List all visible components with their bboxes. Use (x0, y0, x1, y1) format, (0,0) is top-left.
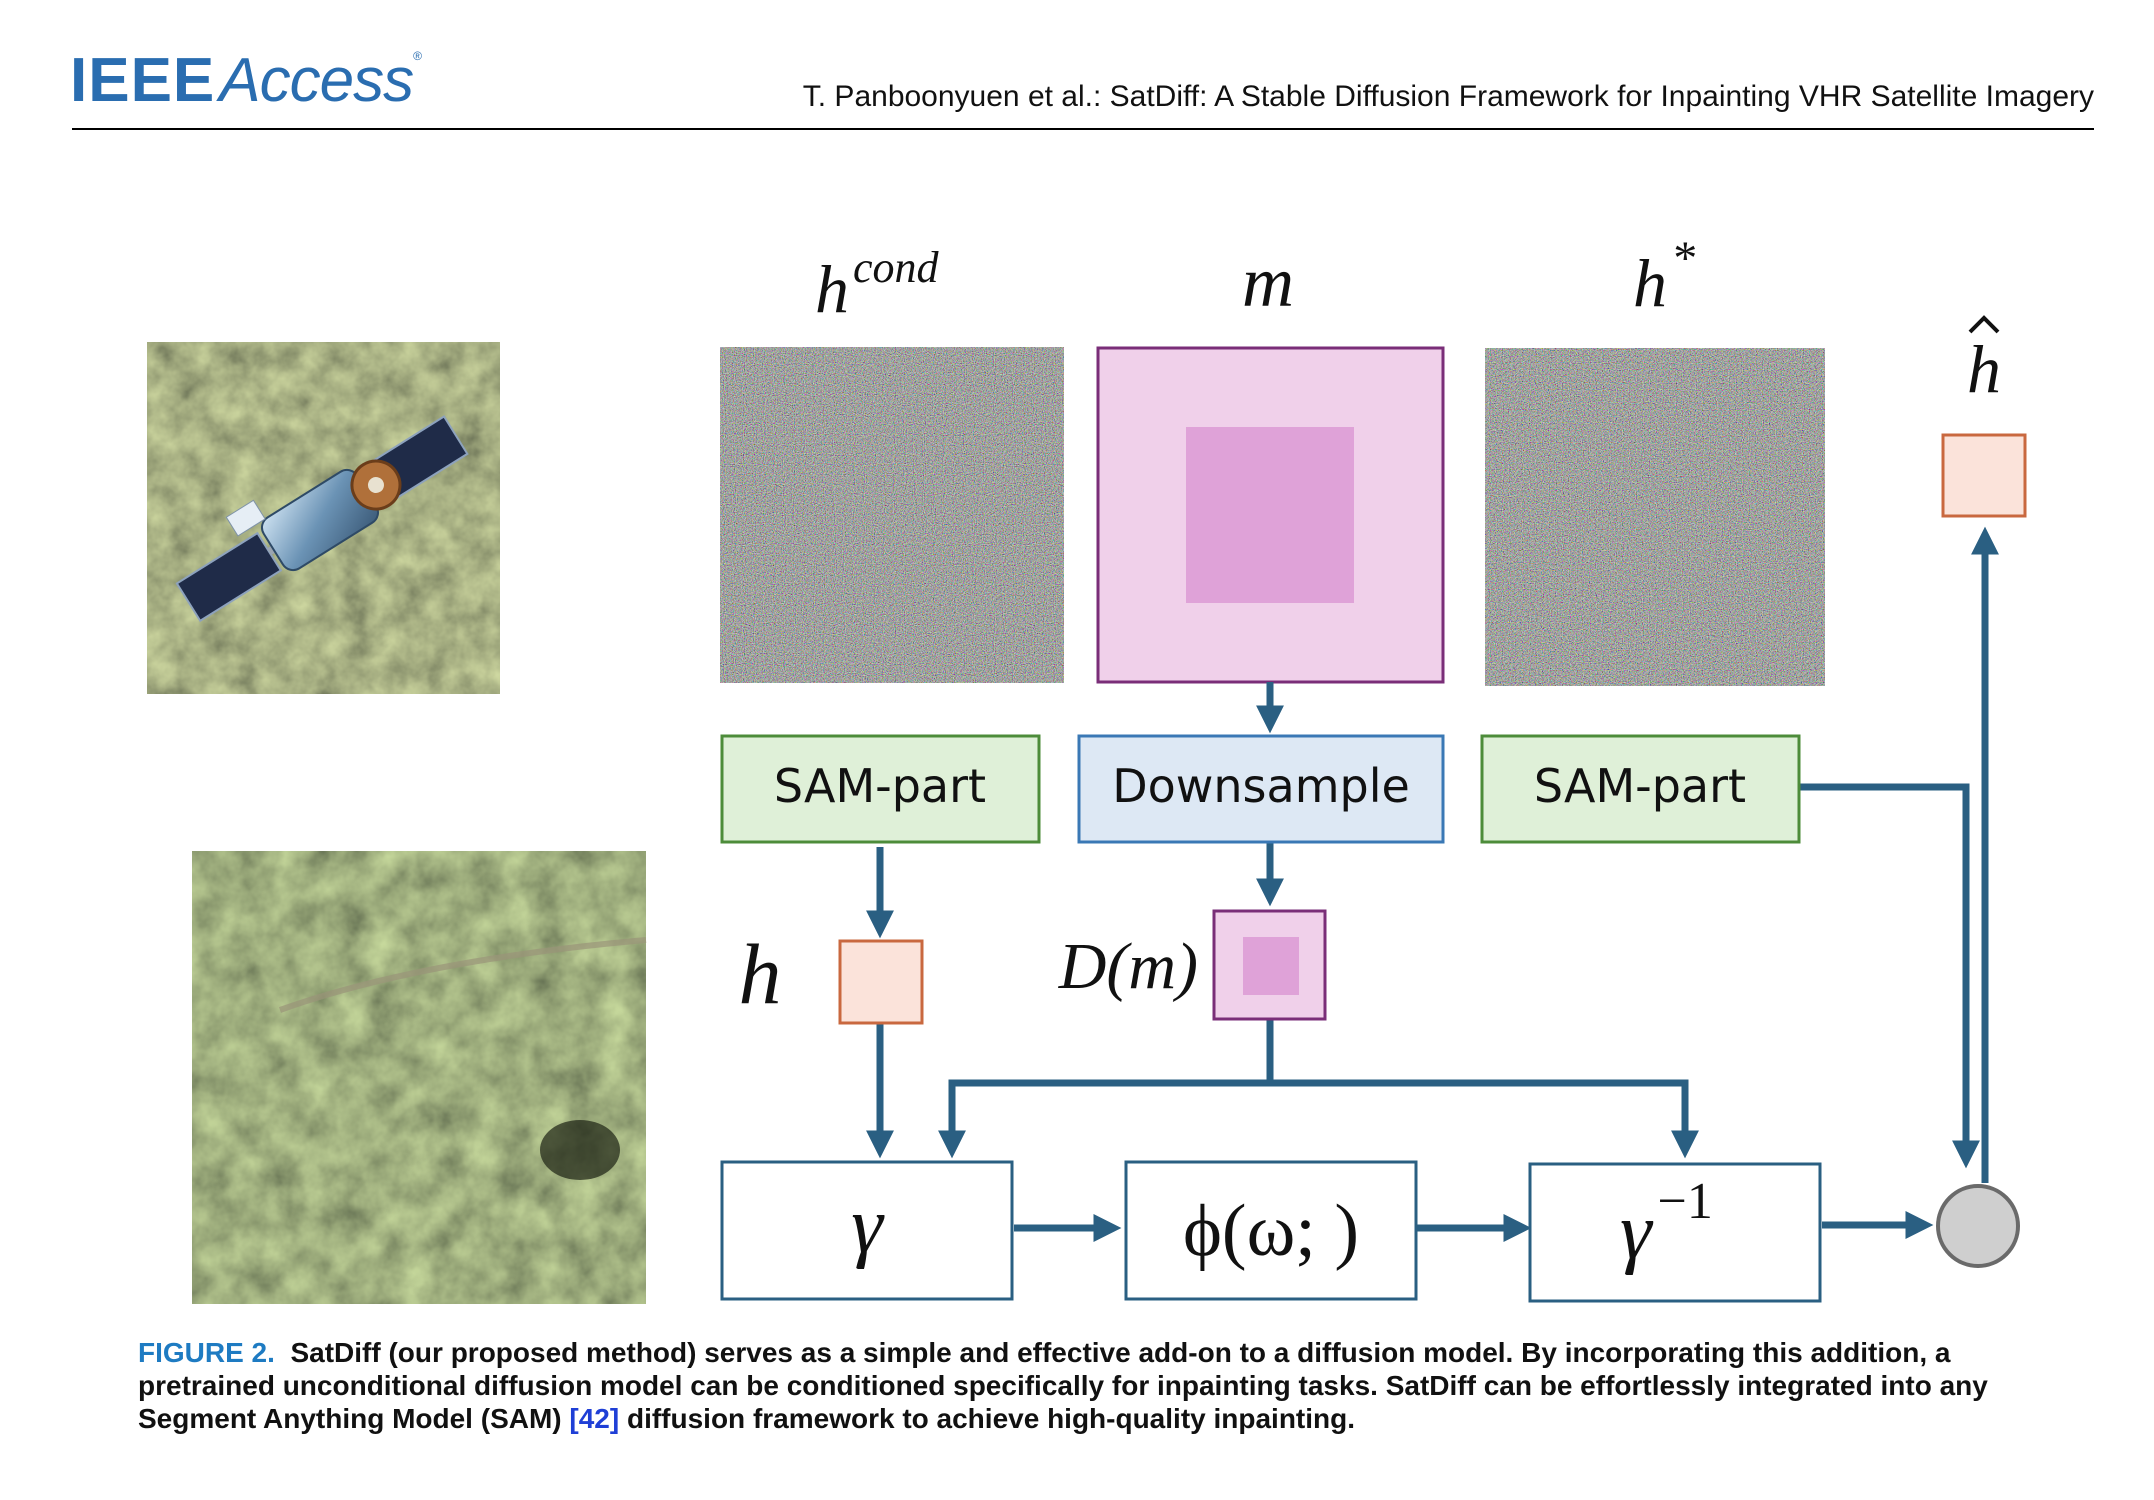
label-h-star: h* (1633, 232, 1695, 321)
connectors (866, 526, 1999, 1242)
label-h-hat: h (1967, 315, 2001, 407)
label-m: m (1242, 242, 1294, 322)
input-image-with-satellite (147, 342, 500, 694)
downsample-block: Downsample (1077, 734, 1445, 844)
svg-text:SAM-part: SAM-part (1534, 759, 1746, 813)
h-feature-box (838, 939, 924, 1025)
running-header: T. Panboonyuen et al.: SatDiff: A Stable… (802, 80, 2094, 113)
gamma-block: γ (720, 1160, 1014, 1301)
h-hat-box (1941, 433, 2027, 518)
label-d-m: D(m) (1058, 930, 1198, 1003)
logo-access: Access (219, 46, 414, 115)
label-h-cond: hcond (815, 243, 940, 327)
arrow-dm-to-gamma-inv (1270, 1079, 1699, 1159)
label-h: h (739, 926, 782, 1022)
caption-citation-link[interactable]: [42] (569, 1403, 620, 1434)
arrow-dm-split (938, 1020, 1274, 1159)
caption-figure-label: FIGURE 2. (138, 1337, 275, 1368)
d-m-box (1212, 909, 1327, 1021)
satellite-icon (175, 415, 469, 623)
h-star-noisy-image (1485, 348, 1825, 686)
svg-text:Downsample: Downsample (1112, 759, 1410, 813)
sam-part-left-block: SAM-part (720, 734, 1041, 844)
svg-text:γ: γ (851, 1182, 885, 1270)
svg-text:ϕ(ω; ): ϕ(ω; ) (1183, 1190, 1359, 1272)
sam-part-right-block: SAM-part (1480, 734, 1801, 844)
phi-block: ϕ(ω; ) (1124, 1160, 1418, 1301)
mask-m (1096, 346, 1445, 684)
header-rule (72, 128, 2094, 130)
h-cond-noisy-image (720, 347, 1064, 683)
combine-node (1936, 1184, 2020, 1268)
logo-ieee: IEEE (70, 46, 216, 115)
journal-logo: IEEEAccess® (70, 46, 422, 115)
svg-text:h: h (1967, 331, 2001, 407)
output-inpainted-image (192, 851, 647, 1304)
svg-text:γ−1: γ−1 (1620, 1173, 1713, 1276)
caption-text-end: diffusion framework to achieve high-qual… (626, 1403, 1356, 1434)
svg-text:SAM-part: SAM-part (774, 759, 986, 813)
arrow-sam-right-to-node (1800, 783, 1980, 1169)
gamma-inverse-block: γ−1 (1528, 1162, 1822, 1303)
figure-caption: FIGURE 2. SatDiff (our proposed method) … (138, 1336, 2038, 1435)
caption-text: SatDiff (our proposed method) serves as … (138, 1337, 1988, 1434)
